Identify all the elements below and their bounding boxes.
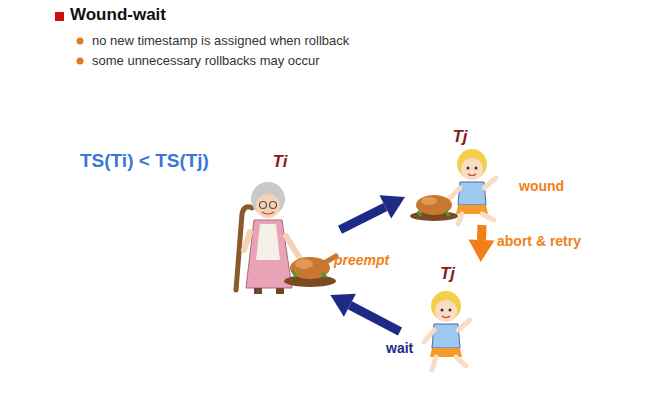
- timestamp-condition: TS(Ti) < TS(Tj): [80, 150, 209, 172]
- turkey-plate: [284, 256, 336, 287]
- transaction-figure: Tj: [400, 262, 495, 374]
- bullet-text: no new timestamp is assigned when rollba…: [92, 33, 349, 48]
- list-bullet: [77, 58, 84, 65]
- transaction-name: Ti: [220, 150, 340, 172]
- arrow-head: [469, 240, 495, 262]
- arrow-head: [330, 294, 356, 317]
- child-figure: [424, 291, 470, 370]
- transaction-figure: Ti: [220, 150, 340, 295]
- arrow-connector: [330, 294, 400, 332]
- arrow-connector: [340, 195, 405, 229]
- arrow-shaft: [477, 225, 487, 240]
- transaction-name: Tj: [405, 125, 515, 147]
- transaction-figure: Tj: [405, 125, 515, 225]
- child-figure: [410, 149, 496, 224]
- title-bullet: [55, 12, 64, 21]
- slide-title: Wound-wait: [70, 5, 166, 25]
- arrow-shaft: [350, 305, 400, 331]
- bullet-text: some unnecessary rollbacks may occur: [92, 53, 320, 68]
- arrow-head: [380, 195, 405, 218]
- transaction-name: Tj: [400, 262, 495, 284]
- list-bullet: [77, 38, 84, 45]
- action-label: preempt: [334, 252, 389, 268]
- edge-label: wait: [384, 340, 415, 356]
- arrow-connector: [469, 225, 495, 262]
- arrow-shaft: [340, 207, 385, 230]
- action-label: wound: [519, 178, 564, 194]
- edge-label: abort & retry: [495, 233, 583, 249]
